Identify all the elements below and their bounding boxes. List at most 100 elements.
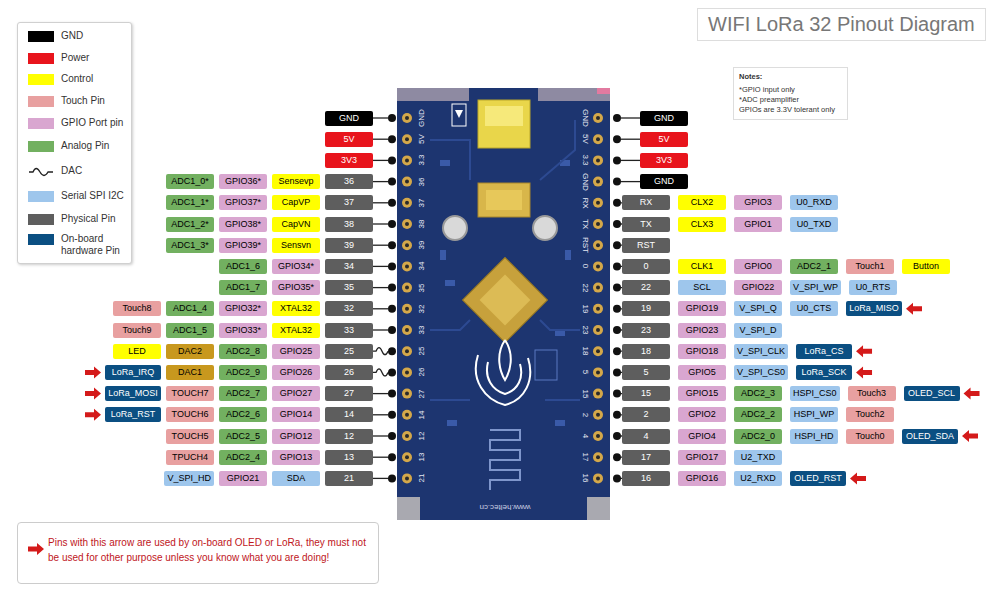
- diode: [455, 110, 463, 118]
- dac-symbol: [373, 369, 388, 376]
- pin-dot: [388, 199, 396, 207]
- silkscreen-label: 32: [417, 304, 426, 313]
- leader-line: [373, 223, 388, 224]
- pin-label-text: 19: [641, 303, 651, 313]
- pin-hole: [405, 434, 409, 438]
- physical-pin: RST: [622, 238, 670, 253]
- pin-hole: [405, 307, 409, 311]
- pin-label-text: Button: [913, 261, 939, 271]
- pin-label-text: V_SPI_CLK: [737, 346, 785, 356]
- gpio-label: GPIO34*: [272, 259, 320, 274]
- onboard-label: LoRa_IRQ: [105, 365, 161, 380]
- legend-text: On-board hardware Pin: [61, 233, 129, 257]
- serial-label: U0_CTS: [790, 301, 838, 316]
- pin-label-text: 34: [344, 261, 354, 271]
- dac-wave: [29, 169, 53, 176]
- physical-pin: 37: [325, 195, 373, 210]
- legend-swatch: [28, 141, 54, 152]
- silkscreen-label: RX: [581, 197, 590, 208]
- serial-label: U0_RXD: [790, 195, 838, 210]
- pin-label-text: ADC2_6: [226, 409, 260, 419]
- pin-dot: [388, 347, 396, 355]
- silkscreen-label: 4: [581, 434, 590, 438]
- gpio-label: GPIO37*: [219, 195, 267, 210]
- battery-connector: [478, 100, 530, 148]
- pin-label-text: Touch3: [857, 388, 886, 398]
- serial-label: U0_TXD: [790, 217, 838, 232]
- silkscreen-label: 26: [417, 368, 426, 377]
- pin-hole: [593, 431, 603, 441]
- silkscreen-label: 2: [581, 413, 590, 417]
- pin-label-text: ADC2_8: [226, 346, 260, 356]
- pin-hole: [596, 455, 600, 459]
- pin-label-text: GPIO4: [688, 431, 716, 441]
- pin-hole: [596, 307, 600, 311]
- smd-parts: [440, 160, 571, 426]
- pin-label-text: Touch2: [855, 409, 884, 419]
- physical-pin: 17: [622, 450, 670, 465]
- physical-pin: 15: [622, 386, 670, 401]
- legend-text: GPIO Port pin: [61, 117, 129, 129]
- pin-label-text: CapVP: [282, 197, 311, 207]
- analog-label: ADC1_7: [219, 280, 267, 295]
- pin-label-text: GPIO21: [227, 473, 260, 483]
- physical-pin: 12: [325, 429, 373, 444]
- pin-hole: [405, 180, 409, 184]
- gpio-label: GPIO26: [272, 365, 320, 380]
- pin-label-text: GND: [339, 113, 359, 123]
- dac-symbol: [28, 165, 54, 178]
- pin-dot: [388, 135, 396, 143]
- pin-label-text: SCL: [693, 282, 711, 292]
- title-box: WIFI LoRa 32 Pinout Diagram: [697, 8, 986, 41]
- gpio-label: GPIO32*: [219, 301, 267, 316]
- pin-label-text: V_SPI_WP: [793, 282, 838, 292]
- pin-label-text: LED: [128, 346, 146, 356]
- legend-text: Power: [61, 52, 129, 64]
- pin-label-text: ADC2_5: [226, 431, 260, 441]
- pin-dot: [388, 432, 396, 440]
- serial-label: V_SPI_HD: [164, 471, 214, 486]
- legend-swatch: [28, 234, 54, 245]
- physical-pin: 22: [622, 280, 670, 295]
- control-label: XTAL32: [272, 301, 320, 316]
- legend-text: DAC: [61, 165, 129, 177]
- pin-label-text: CapVN: [281, 219, 310, 229]
- analog-label: ADC1_5: [166, 323, 214, 338]
- gpio-label: GPIO33*: [219, 323, 267, 338]
- pin-label-text: ADC2_3: [741, 388, 775, 398]
- analog-label: ADC2_0: [734, 429, 782, 444]
- pin-label-text: 13: [344, 452, 354, 462]
- pin-hole: [402, 367, 412, 377]
- pin-hole: [593, 283, 603, 293]
- legend-swatch: [28, 96, 54, 107]
- physical-pin: 21: [325, 471, 373, 486]
- pin-label-text: RX: [640, 197, 653, 207]
- mounting-hole: [533, 216, 557, 240]
- pin-hole: [405, 158, 409, 162]
- warning-note-box: Pins with this arrow are used by on-boar…: [17, 522, 379, 584]
- pin-dot: [388, 178, 396, 186]
- silkscreen-label: 3.3: [417, 155, 426, 166]
- pin-hole: [593, 346, 603, 356]
- serial-label: U2_TXD: [734, 450, 782, 465]
- pin-label-text: U0_CTS: [797, 303, 832, 313]
- silkscreen-label: TX: [581, 219, 590, 229]
- pin-hole: [405, 455, 409, 459]
- silkscreen-label: www.heltec.cn: [479, 503, 530, 512]
- pin-label-text: V_SPI_CS0: [737, 367, 785, 377]
- pin-hole: [405, 370, 409, 374]
- pin-label-text: DAC2: [178, 346, 202, 356]
- gpio-label: GPIO16: [678, 471, 726, 486]
- touch-label: Touch0: [846, 429, 894, 444]
- pin-hole: [402, 452, 412, 462]
- pin-hole: [402, 219, 412, 229]
- serial-label: HSPI_WP: [790, 407, 838, 422]
- chip: [486, 190, 522, 210]
- gpio-label: GPIO23: [678, 323, 726, 338]
- pin-label-text: GPIO3: [744, 197, 772, 207]
- pin-label-text: OLED_SDA: [906, 431, 954, 441]
- pin-label-text: TPUCH4: [172, 452, 208, 462]
- touch-label: TOUCH6: [166, 407, 214, 422]
- pin-label-text: 38: [344, 219, 354, 229]
- pin-label-text: ADC1_3*: [171, 240, 209, 250]
